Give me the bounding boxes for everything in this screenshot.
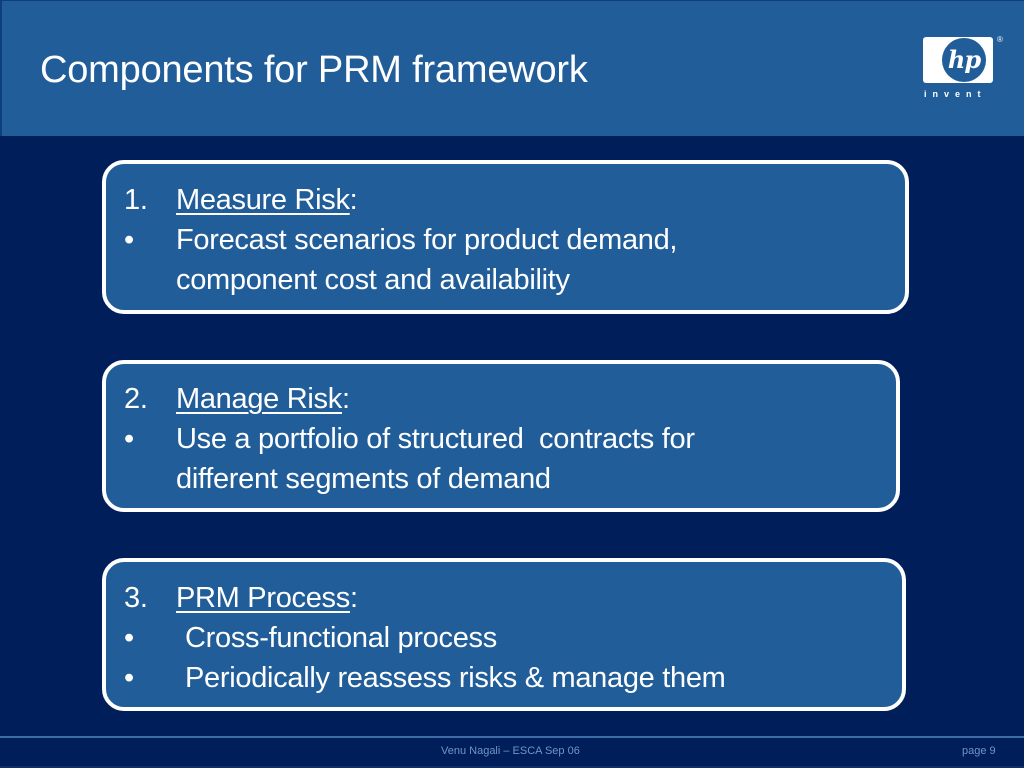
box-heading: Measure Risk <box>176 184 350 216</box>
logo-tagline: invent <box>924 89 987 99</box>
hp-logo-circle-icon: hp <box>942 38 986 82</box>
item-number: 3. <box>124 582 148 614</box>
slide-title: Components for PRM framework <box>40 49 588 91</box>
slide-header: Components for PRM framework hp ® invent <box>0 0 1024 136</box>
bullet-icon: • <box>124 622 134 654</box>
footer-divider <box>0 736 1024 738</box>
heading-colon: : <box>349 582 358 614</box>
hp-logo-glyph: hp <box>947 44 981 74</box>
bottom-edge <box>0 766 1024 768</box>
item-number: 1. <box>124 184 148 216</box>
bullet-icon: • <box>124 423 134 455</box>
footer-page-number: page 9 <box>962 745 996 757</box>
bullet-text-line: Periodically reassess risks & manage the… <box>185 662 726 694</box>
box-heading: Manage Risk <box>176 383 342 415</box>
footer-author: Venu Nagali – ESCA Sep 06 <box>441 745 580 757</box>
bullet-icon: • <box>124 224 134 256</box>
bullet-text-line: different segments of demand <box>176 463 551 495</box>
box-heading: PRM Process <box>176 582 350 614</box>
component-box-manage-risk: 2. Manage Risk: • Use a portfolio of str… <box>102 360 900 512</box>
heading-colon: : <box>341 383 350 415</box>
component-box-measure-risk: 1. Measure Risk: • Forecast scenarios fo… <box>102 160 909 314</box>
hp-invent-logo: hp ® invent <box>918 31 1008 103</box>
hp-logo-box: hp <box>923 37 993 83</box>
bullet-text-line: Forecast scenarios for product demand, <box>176 224 678 256</box>
bullet-icon: • <box>124 662 134 694</box>
bullet-text-line: Use a portfolio of structured contracts … <box>176 423 695 455</box>
component-box-prm-process: 3. PRM Process: • Cross-functional proce… <box>102 558 906 711</box>
heading-colon: : <box>349 184 358 216</box>
bullet-text-line: component cost and availability <box>176 264 570 296</box>
bullet-text-line: Cross-functional process <box>185 622 497 654</box>
item-number: 2. <box>124 383 148 415</box>
registered-mark-icon: ® <box>997 35 1003 44</box>
